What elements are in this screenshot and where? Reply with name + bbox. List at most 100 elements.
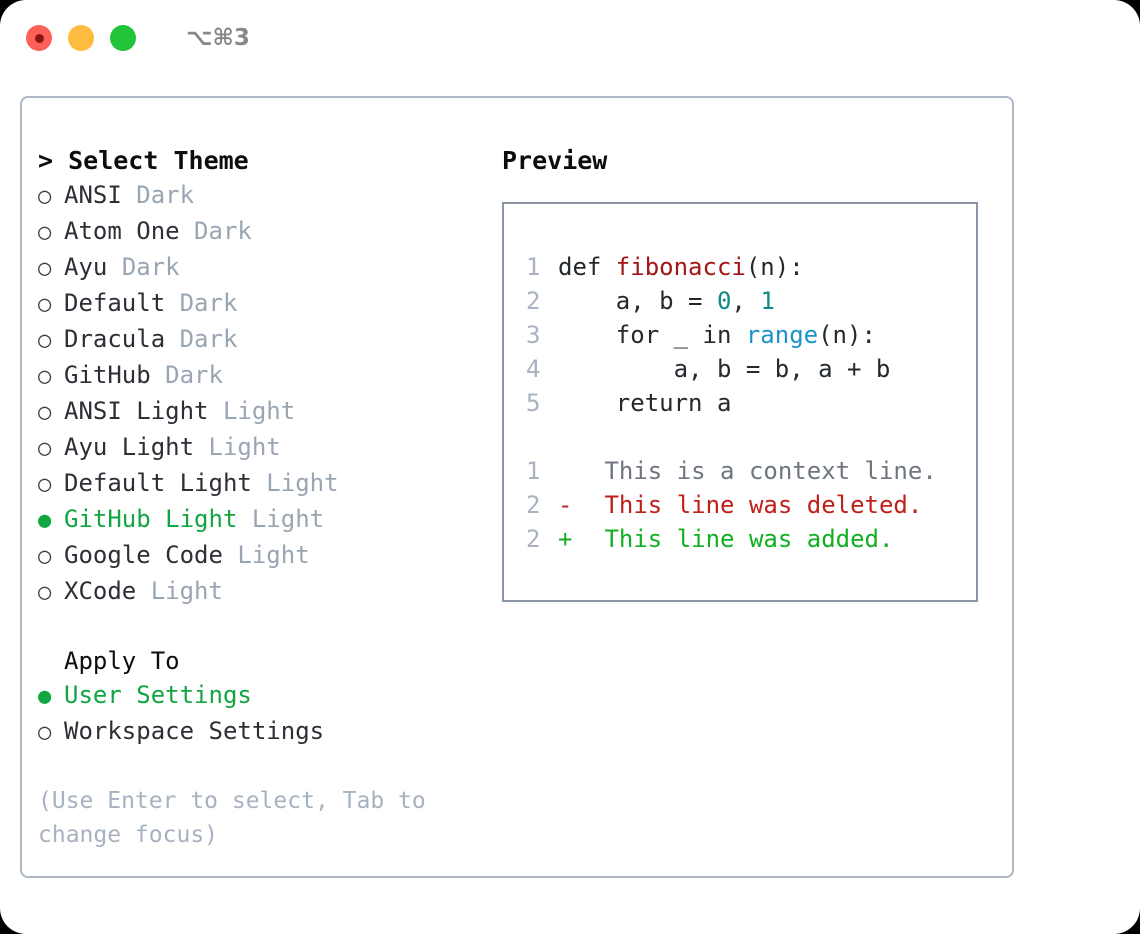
apply-to-list: ● User Settings ○ Workspace Settings <box>38 678 488 750</box>
theme-selection-column: > Select Theme ○ANSI Dark○Atom One Dark○… <box>38 144 488 852</box>
apply-to-option-user-settings[interactable]: ● User Settings <box>38 678 488 714</box>
diff-line-number: 2 <box>526 525 541 553</box>
keyboard-shortcut-label: ⌥⌘3 <box>186 25 250 51</box>
diff-line-number: 1 <box>526 457 541 485</box>
theme-option-atom-one[interactable]: ○ Atom One Dark <box>38 214 488 250</box>
code-token: 0 <box>716 287 732 315</box>
radio-unselected-icon: ○ <box>38 720 52 745</box>
apply-to-option-label: User Settings <box>64 681 252 709</box>
theme-option-label: Dracula <box>64 325 166 353</box>
theme-option-default-light[interactable]: ○ Default Light Light <box>38 466 488 502</box>
theme-option-variant: Dark <box>179 289 238 317</box>
theme-option-variant: Dark <box>194 217 252 245</box>
theme-option-variant: Dark <box>179 325 238 353</box>
apply-to-heading: Apply To <box>64 647 180 675</box>
code-line: 4 a, b = b, a + b <box>526 352 976 386</box>
theme-option-variant: Dark <box>136 181 195 209</box>
code-token: , <box>731 287 761 315</box>
code-token: range <box>745 321 819 349</box>
theme-option-variant: Light <box>222 397 296 425</box>
diff-text: This is a context line. <box>590 457 937 485</box>
theme-option-dracula[interactable]: ○ Dracula Dark <box>38 322 488 358</box>
apply-to-option-label: Workspace Settings <box>64 717 325 745</box>
theme-option-label: ANSI <box>64 181 122 209</box>
radio-unselected-icon: ○ <box>38 328 52 353</box>
radio-unselected-icon: ○ <box>38 400 52 425</box>
theme-option-ayu-light[interactable]: ○ Ayu Light Light <box>38 430 488 466</box>
theme-option-label: Default Light <box>64 469 252 497</box>
theme-option-variant: Dark <box>121 253 180 281</box>
radio-unselected-icon: ○ <box>38 436 52 461</box>
diff-line-number: 2 <box>526 491 541 519</box>
theme-option-variant: Light <box>251 505 325 533</box>
code-line-number: 5 <box>526 389 541 417</box>
theme-option-label: Atom One <box>64 217 180 245</box>
theme-option-ansi-light[interactable]: ○ ANSI Light Light <box>38 394 488 430</box>
theme-option-variant: Light <box>237 541 310 569</box>
code-token: for _ in <box>558 321 746 349</box>
diff-line: 1 This is a context line. <box>526 454 976 488</box>
theme-option-variant: Light <box>150 577 223 605</box>
radio-unselected-icon: ○ <box>38 364 52 389</box>
code-token: return a <box>558 389 732 417</box>
main-panel: > Select Theme ○ANSI Dark○Atom One Dark○… <box>20 96 1014 878</box>
theme-option-ansi[interactable]: ○ ANSI Dark <box>38 178 488 214</box>
radio-unselected-icon: ○ <box>38 472 52 497</box>
theme-option-xcode[interactable]: ○ XCode Light <box>38 574 488 610</box>
code-line-number: 2 <box>526 287 541 315</box>
theme-option-variant: Light <box>266 469 339 497</box>
radio-unselected-icon: ○ <box>38 544 52 569</box>
code-token: 1 <box>760 287 775 315</box>
code-line-number: 1 <box>526 253 541 281</box>
code-token: a, b = <box>558 287 717 315</box>
code-line: 3 for _ in range(n): <box>526 318 976 352</box>
radio-selected-icon: ● <box>38 508 52 533</box>
theme-option-label: Default <box>64 289 166 317</box>
theme-option-variant: Light <box>208 433 281 461</box>
theme-option-label: Ayu Light <box>64 433 195 461</box>
code-token: fibonacci <box>615 253 746 281</box>
theme-option-label: XCode <box>64 577 137 605</box>
close-icon <box>34 33 44 43</box>
code-token: (n): <box>745 253 804 281</box>
diff-line: 2+ This line was added. <box>526 522 976 556</box>
page-title: > Select Theme <box>38 146 249 175</box>
theme-option-ayu[interactable]: ○ Ayu Dark <box>38 250 488 286</box>
theme-option-label: GitHub <box>64 361 151 389</box>
diff-line: 2- This line was deleted. <box>526 488 976 522</box>
title-bar: ⌥⌘3 <box>0 0 1140 76</box>
radio-selected-icon: ● <box>38 684 52 709</box>
theme-option-github[interactable]: ○ GitHub Dark <box>38 358 488 394</box>
code-token: (n): <box>818 321 876 349</box>
code-line-number: 4 <box>526 355 541 383</box>
radio-unselected-icon: ○ <box>38 292 52 317</box>
minimize-button[interactable] <box>68 25 94 51</box>
theme-option-variant: Dark <box>165 361 223 389</box>
diff-text: This line was deleted. <box>590 491 923 519</box>
theme-option-label: GitHub Light <box>64 505 238 533</box>
code-line-number: 3 <box>526 321 541 349</box>
theme-option-label: Ayu <box>64 253 108 281</box>
code-line: 5 return a <box>526 386 976 420</box>
preview-title: Preview <box>502 146 608 175</box>
theme-option-default[interactable]: ○ Default Dark <box>38 286 488 322</box>
close-button[interactable] <box>26 25 52 51</box>
theme-list: ○ ANSI Dark ○ Atom One Dark ○ Ayu Dark ○ Defaul… <box>38 178 488 610</box>
maximize-button[interactable] <box>110 25 136 51</box>
radio-unselected-icon: ○ <box>38 184 52 209</box>
theme-option-label: ANSI Light <box>64 397 209 425</box>
keyboard-hint: (Use Enter to select, Tab to change focu… <box>38 788 426 848</box>
apply-to-option-workspace-settings[interactable]: ○ Workspace Settings <box>38 714 488 750</box>
theme-option-github-light[interactable]: ● GitHub Light Light <box>38 502 488 538</box>
diff-marker <box>558 454 590 488</box>
theme-option-google-code[interactable]: ○Google Code Light <box>38 538 488 574</box>
radio-unselected-icon: ○ <box>38 256 52 281</box>
diff-text: This line was added. <box>590 525 894 553</box>
radio-unselected-icon: ○ <box>38 220 52 245</box>
diff-marker: - <box>558 491 573 519</box>
radio-unselected-icon: ○ <box>38 580 52 605</box>
